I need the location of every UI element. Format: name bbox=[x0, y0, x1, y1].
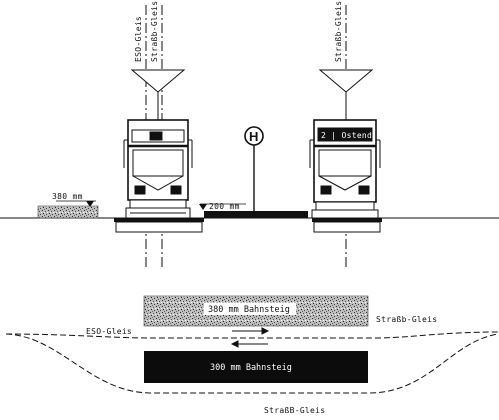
left-level-marker bbox=[56, 200, 96, 207]
left-platform-380 bbox=[37, 205, 99, 219]
left-tram bbox=[123, 69, 193, 219]
plan-view-tracks bbox=[5, 331, 499, 394]
platform-bottom-300 bbox=[144, 351, 368, 383]
label-left-strab-gleis: Straßb-Gleis bbox=[150, 1, 159, 62]
platform-top-label-bg bbox=[204, 303, 296, 315]
left-tram-base bbox=[114, 218, 204, 233]
label-strab-track-right: Straßb-Gleis bbox=[376, 315, 437, 324]
plan-view-direction-arrows bbox=[230, 327, 270, 348]
right-tram bbox=[309, 69, 381, 219]
label-left-eso-gleis: ESO-Gleis bbox=[134, 16, 143, 62]
center-platform-200 bbox=[204, 211, 308, 218]
label-left-level: 380 mm bbox=[52, 192, 83, 201]
platform-top-label: 380 mm Bahnsteig bbox=[208, 305, 290, 315]
label-eso-track: ESO-Gleis bbox=[86, 327, 132, 336]
label-strab-track-bottom: StraßB-Gleis bbox=[264, 406, 325, 415]
platform-bottom-label: 300 mm Bahnsteig bbox=[210, 363, 292, 373]
stop-sign-letter: H bbox=[249, 129, 258, 144]
center-level-marker bbox=[199, 203, 246, 210]
right-tram-base bbox=[312, 218, 382, 233]
right-tram-destination: 2 | Ostend bbox=[321, 131, 372, 140]
bus-stop-sign bbox=[244, 126, 264, 212]
label-center-level: 200 mm bbox=[209, 202, 240, 211]
label-right-strab-gleis: Straßb-Gleis bbox=[334, 1, 343, 62]
